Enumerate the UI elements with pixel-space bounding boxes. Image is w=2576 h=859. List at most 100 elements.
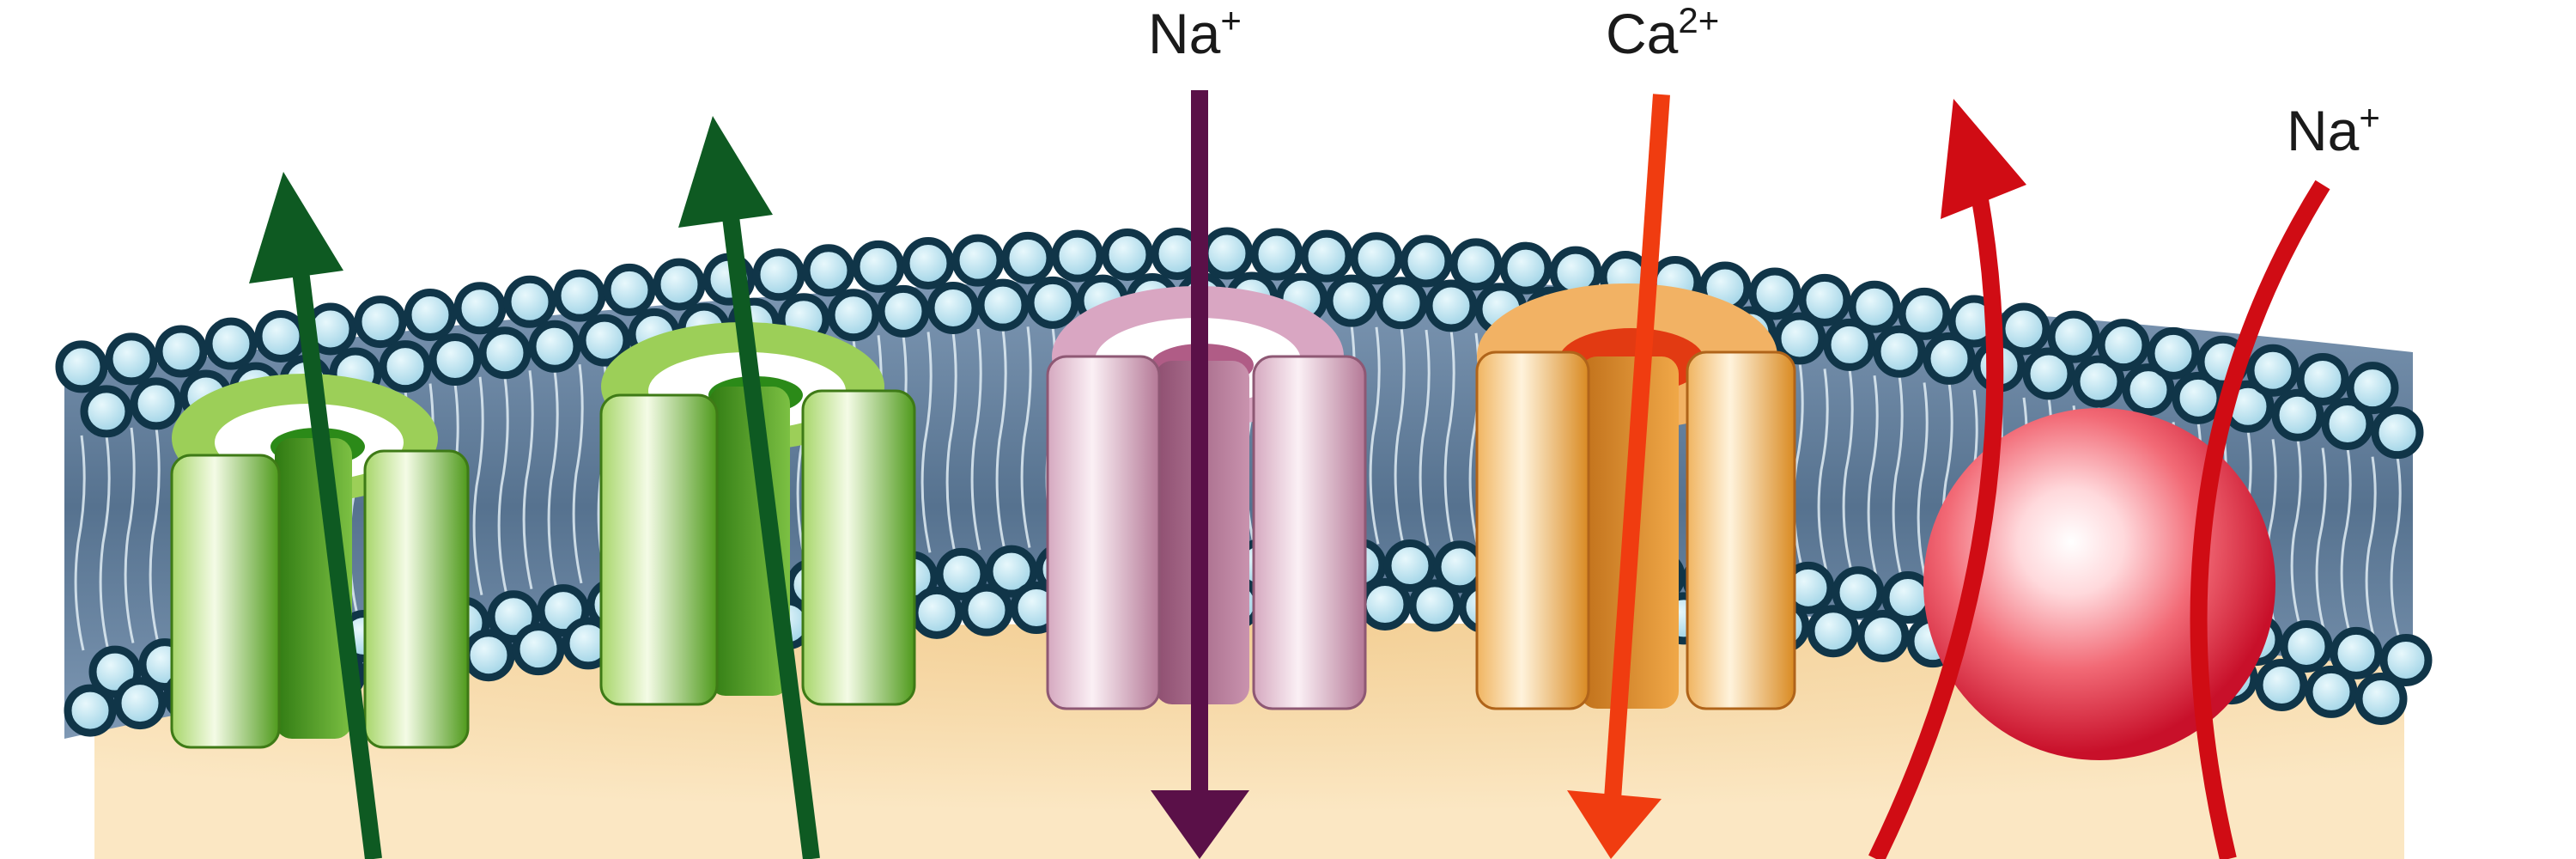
channel-4-calcium: [1475, 283, 1796, 710]
potassium-arrow-1: [249, 172, 382, 859]
lipid-head: [976, 278, 1030, 332]
lipid-head: [827, 289, 880, 342]
lipid-head: [64, 684, 117, 737]
lipid-head: [1832, 566, 1885, 619]
lipid-tail: [522, 370, 534, 589]
lipid-head: [1001, 231, 1054, 284]
lipid-head: [1408, 579, 1461, 632]
lipid-tail: [970, 328, 982, 551]
lipid-head: [254, 309, 307, 362]
lipid-head: [2097, 319, 2150, 372]
lipid-head: [960, 583, 1013, 637]
lipid-head: [1383, 539, 1437, 592]
channel-1-potassium: [170, 374, 470, 749]
lipid-head: [155, 325, 208, 378]
exchanger-arrow-in: [2190, 180, 2330, 859]
lipid-tail: [74, 435, 86, 651]
lipid-head: [1375, 277, 1428, 330]
lipid-head: [1400, 235, 1453, 288]
sodium-arrow: [1151, 90, 1249, 859]
label-na-exchanger: Na+: [2287, 97, 2380, 162]
lipid-head: [428, 333, 482, 387]
lipid-tail: [2290, 439, 2302, 625]
lipid-head: [1325, 274, 1378, 327]
lipid-head: [80, 385, 133, 438]
lipid-tail: [2390, 456, 2402, 639]
lipid-tail: [497, 376, 509, 596]
lipid-head: [1997, 302, 2050, 356]
lipid-head: [985, 545, 1038, 598]
lipid-head: [802, 244, 855, 297]
lipid-tail: [1443, 329, 1455, 546]
lipid-head: [2330, 626, 2383, 679]
lipid-head: [503, 275, 556, 328]
lipid-head: [1425, 279, 1478, 332]
lipid-tail: [1394, 326, 1406, 545]
lipid-head: [130, 377, 183, 430]
lipid-tail: [1892, 375, 1904, 576]
lipid-tail: [149, 427, 161, 643]
lipid-head: [2371, 406, 2424, 460]
lipid-tail: [920, 332, 933, 553]
lipid-head: [1101, 228, 1154, 281]
lipid-head: [1200, 227, 1254, 280]
lipid-head: [2354, 672, 2408, 725]
lipid-head: [1873, 325, 1926, 378]
lipid-head: [2072, 355, 2125, 408]
lipid-head: [603, 263, 656, 316]
lipid-head: [1499, 241, 1552, 295]
lipid-head: [1026, 276, 1079, 329]
label-ca-channel: Ca2+: [1606, 0, 1719, 65]
lipid-tail: [2340, 448, 2352, 632]
lipid-head: [1449, 238, 1503, 291]
lipid-head: [113, 677, 167, 730]
lipid-tail: [1917, 382, 1929, 582]
lipid-head: [2379, 633, 2433, 686]
lipid-head: [354, 295, 407, 349]
lipid-tail: [1842, 369, 1854, 572]
lipid-head: [1350, 232, 1403, 285]
lipid-head: [478, 326, 532, 380]
lipid-head: [204, 317, 258, 370]
lipid-tail: [2365, 456, 2377, 639]
lipid-tail: [472, 376, 484, 596]
lipid-head: [752, 248, 805, 302]
lipid-head: [1807, 605, 1860, 658]
lipid-head: [1798, 273, 1851, 326]
exchanger-arrow-out: [1868, 99, 2026, 859]
lipid-head: [927, 281, 980, 334]
lipid-head: [404, 289, 457, 342]
lipid-tail: [995, 328, 1007, 551]
lipid-head: [1433, 540, 1486, 594]
exchanger-sphere: [1923, 408, 2275, 760]
lipid-head: [653, 258, 706, 311]
lipid-head: [512, 623, 565, 676]
svg-text:Na+: Na+: [1148, 0, 1242, 65]
lipid-tail: [1369, 326, 1381, 545]
lipid-head: [2271, 388, 2324, 442]
lipid-head: [877, 284, 930, 338]
lipid-tail: [1867, 375, 1879, 576]
lipid-head: [1898, 287, 1951, 340]
lipid-tail: [945, 332, 957, 553]
lipid-head: [528, 320, 581, 373]
lipid-tail: [99, 435, 111, 651]
lipid-head: [2321, 397, 2374, 450]
lipid-head: [2047, 310, 2100, 363]
lipid-head: [1773, 312, 1826, 365]
lipid-tail: [547, 370, 559, 589]
lipid-head: [2280, 619, 2333, 673]
lipid-head: [1856, 609, 1910, 662]
lipid-head: [453, 282, 507, 335]
lipid-tail: [1792, 362, 1804, 567]
lipid-head: [1748, 267, 1801, 320]
lipid-head: [852, 240, 905, 293]
lipid-head: [2346, 362, 2399, 415]
svg-text:Ca2+: Ca2+: [1606, 0, 1719, 65]
lipid-head: [2122, 363, 2175, 417]
lipid-tail: [1020, 326, 1032, 548]
lipid-head: [2296, 352, 2349, 405]
lipid-head: [105, 332, 158, 386]
lipid-head: [2147, 326, 2200, 380]
